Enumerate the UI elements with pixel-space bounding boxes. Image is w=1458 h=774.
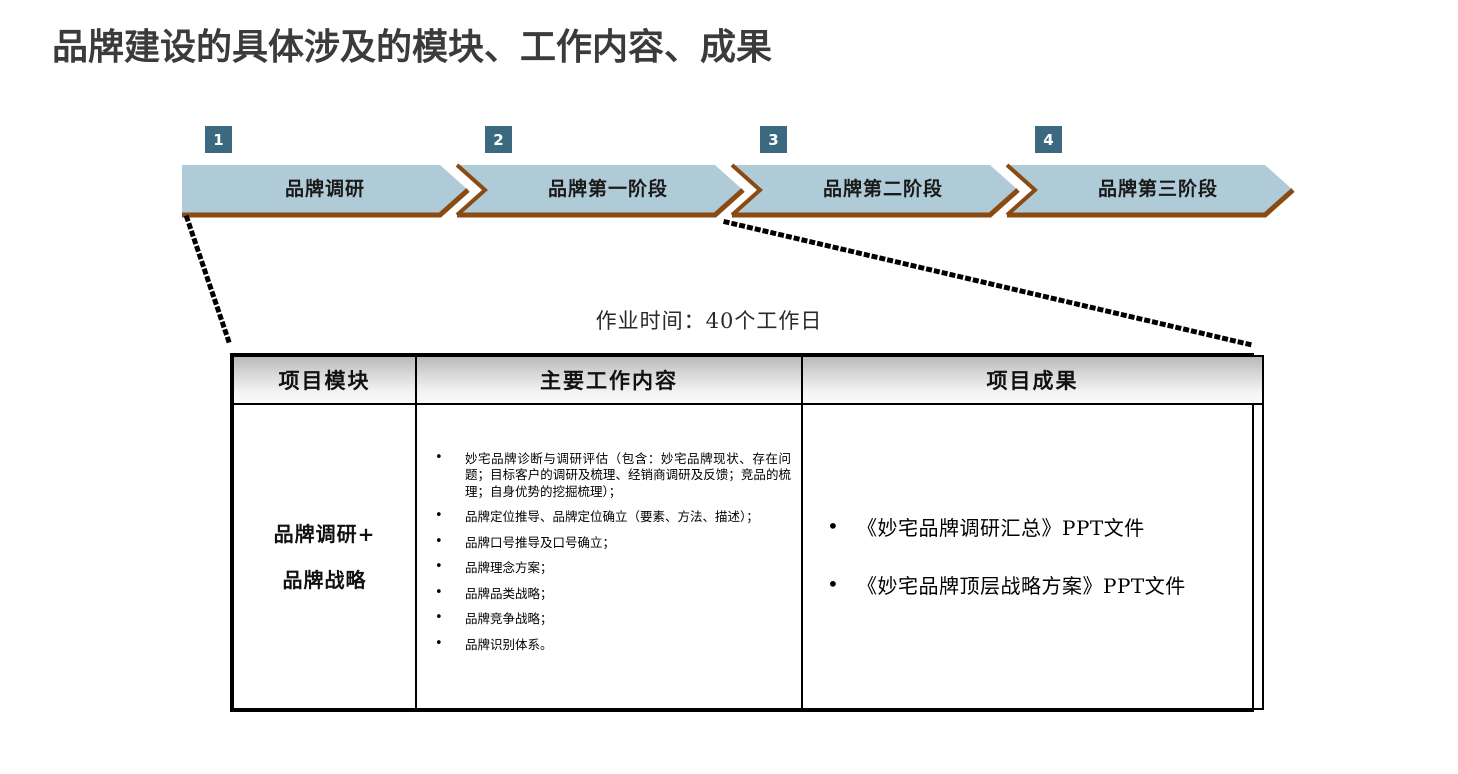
list-item: 品牌口号推导及口号确立； (431, 534, 791, 552)
work-content-list: 妙宅品牌诊断与调研评估（包含：妙宅品牌现状、存在问题；目标客户的调研及梳理、经销… (417, 439, 801, 675)
step-badge-3[interactable]: 3 (760, 126, 787, 153)
table-header-module: 项目模块 (232, 355, 417, 405)
step-badge-1[interactable]: 1 (205, 126, 232, 153)
cell-content: 妙宅品牌诊断与调研评估（包含：妙宅品牌现状、存在问题；目标客户的调研及梳理、经销… (415, 403, 803, 710)
list-item: 品牌识别体系。 (431, 636, 791, 654)
table-header-output: 项目成果 (801, 355, 1264, 405)
duration-note-text: 作业时间：40个工作日 (595, 309, 823, 333)
list-item: 品牌理念方案； (431, 559, 791, 577)
connector-left-dotted (183, 214, 234, 349)
module-line-2: 品牌战略 (282, 567, 367, 592)
connector-right-dotted (722, 218, 1256, 349)
detail-table: 项目模块 主要工作内容 项目成果 品牌调研+ 品牌战略 妙宅品牌诊断与调研评估（… (230, 353, 1264, 712)
cell-output: 《妙宅品牌调研汇总》PPT文件 《妙宅品牌顶层战略方案》PPT文件 (801, 403, 1264, 710)
list-item: 《妙宅品牌顶层战略方案》PPT文件 (821, 570, 1244, 600)
table-header-content: 主要工作内容 (415, 355, 803, 405)
cell-module: 品牌调研+ 品牌战略 (232, 403, 417, 710)
step-badge-2[interactable]: 2 (485, 126, 512, 153)
process-chevron-bar: 1 品牌调研 2 品牌第一阶段 3 品牌第二阶段 4 品牌第三阶段 (0, 110, 1458, 230)
list-item: 品牌品类战略； (431, 585, 791, 603)
page-title: 品牌建设的具体涉及的模块、工作内容、成果 (52, 27, 773, 68)
module-line-1: 品牌调研+ (273, 521, 376, 546)
chevron-shapes (182, 163, 1295, 218)
chevron-shape-3 (730, 163, 1020, 218)
table-row: 品牌调研+ 品牌战略 妙宅品牌诊断与调研评估（包含：妙宅品牌现状、存在问题；目标… (232, 403, 1264, 710)
chevron-shape-1 (182, 165, 470, 218)
project-output-list: 《妙宅品牌调研汇总》PPT文件 《妙宅品牌顶层战略方案》PPT文件 (803, 512, 1262, 600)
chevron-shape-2 (455, 163, 745, 218)
list-item: 《妙宅品牌调研汇总》PPT文件 (821, 512, 1244, 542)
table-header-row: 项目模块 主要工作内容 项目成果 (232, 355, 1264, 405)
duration-note: 作业时间：40个工作日 (0, 305, 1458, 335)
step-badge-4[interactable]: 4 (1035, 126, 1062, 153)
chevron-shape-4 (1005, 163, 1295, 218)
list-item: 品牌竞争战略； (431, 610, 791, 628)
list-item: 品牌定位推导、品牌定位确立（要素、方法、描述）； (431, 508, 791, 526)
list-item: 妙宅品牌诊断与调研评估（包含：妙宅品牌现状、存在问题；目标客户的调研及梳理、经销… (431, 450, 791, 501)
